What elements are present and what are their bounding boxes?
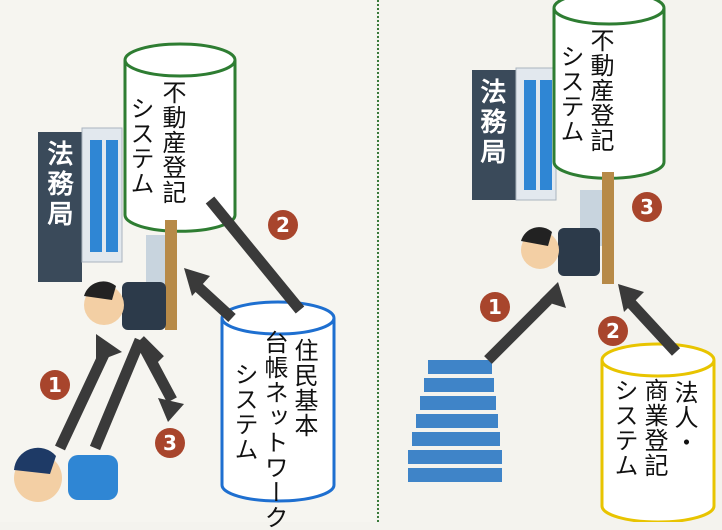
clerk-figure (521, 172, 614, 284)
step-2-badge: 2 (598, 316, 628, 346)
office-building (38, 127, 123, 282)
citizen-hair (14, 447, 56, 474)
office-label: 法務局 (43, 140, 73, 230)
arrow-step3 (135, 337, 177, 403)
office-window-column (524, 80, 536, 190)
document-stack-icon (408, 360, 502, 482)
corporate-db-label-line3: システム (610, 378, 638, 478)
arrow-resident-to-clerk (192, 280, 236, 323)
corporate-db-label-line2: 商業登記 (640, 378, 668, 478)
clerk-body (122, 282, 166, 330)
arrow-step1 (55, 347, 111, 451)
realestate-db-label-line1: 不動産登記 (586, 28, 614, 153)
clerk-figure (84, 220, 177, 330)
corporate-db-label-line1: 法人・ (670, 380, 698, 455)
office-window-column (540, 80, 552, 190)
arrowhead-step1 (96, 334, 122, 362)
left-panel: 法務局 不動産登記 システム 住民基本 台帳ネットワーク システム 1 2 3 (14, 42, 336, 530)
realestate-db-label-line1: 不動産登記 (158, 80, 186, 205)
arrowhead-resident (184, 268, 210, 296)
step-1-badge: 1 (40, 370, 70, 400)
arrowhead-step2 (618, 284, 644, 312)
right-arrowheads (540, 282, 644, 312)
clerk-body (558, 228, 600, 276)
clerk-hair (84, 281, 116, 300)
desk (165, 220, 177, 330)
citizen-body (68, 455, 118, 500)
realestate-db-label-line2: システム (556, 44, 584, 144)
office-building (472, 67, 557, 201)
realestate-db-cylinder (552, 0, 666, 180)
arrow-step2 (205, 196, 305, 314)
office-signboard (38, 132, 82, 282)
office-window-column (90, 140, 102, 252)
clerk-hair (521, 227, 552, 246)
resident-db-label-line3: システム (230, 362, 258, 462)
resident-db-cylinder (220, 300, 336, 503)
right-arrows (484, 296, 681, 364)
step-3-badge: 3 (155, 428, 185, 458)
realestate-db-label-line2: システム (126, 96, 154, 196)
arrowhead-step1 (540, 282, 566, 308)
arrowhead-step3 (158, 398, 184, 422)
office-label: 法務局 (476, 78, 506, 168)
office-window-column (106, 140, 118, 252)
step-1-badge: 1 (480, 292, 510, 322)
resident-db-label-line2: 台帳ネットワーク (260, 330, 288, 530)
left-arrows (55, 196, 305, 451)
arrow-step2 (623, 296, 681, 356)
citizen-figure (14, 447, 118, 502)
resident-db-label-line1: 住民基本 (290, 338, 318, 438)
office-signboard (472, 70, 516, 200)
step-3-badge: 3 (632, 192, 662, 222)
desk (602, 172, 614, 284)
left-diagram-graphics (14, 42, 336, 503)
left-arrowheads (96, 268, 210, 422)
realestate-db-cylinder (123, 42, 237, 233)
arrow-step1 (484, 296, 552, 364)
right-panel: 法務局 不動産登記 システム 法人・ 商業登記 システム 1 2 3 (380, 0, 722, 522)
corporate-db-cylinder (600, 342, 716, 522)
panel-divider (377, 0, 379, 522)
right-diagram-graphics (408, 0, 716, 522)
step-2-badge: 2 (268, 210, 298, 240)
